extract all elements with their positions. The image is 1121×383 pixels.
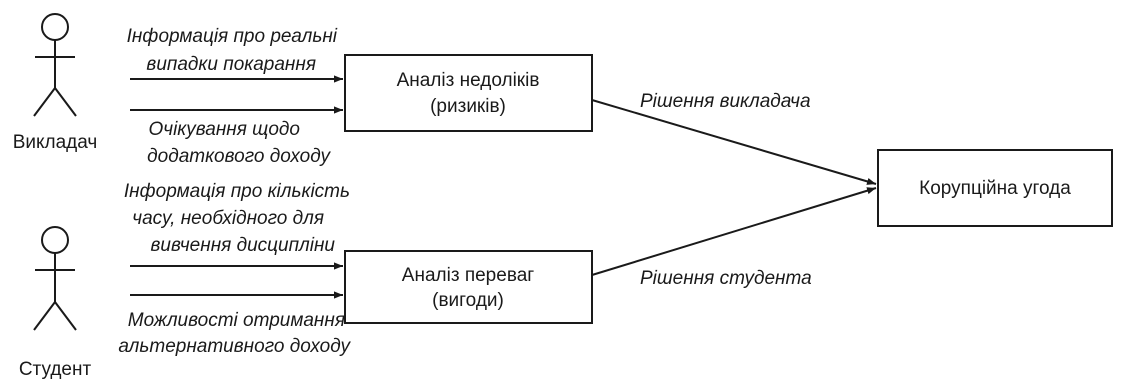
benefit-analysis-box: Аналіз переваг (вигоди) — [344, 250, 593, 324]
student-input2-text-line1: Можливості отримання — [128, 310, 345, 331]
teacher-label: Викладач — [13, 132, 98, 153]
teacher-input2-text-line2: додаткового доходу — [147, 146, 331, 167]
risk-analysis-subtitle: (ризиків) — [430, 96, 506, 117]
benefit-analysis-title: Аналіз переваг — [402, 265, 534, 286]
teacher-input2-text-line1: Очікування щодо — [148, 119, 300, 140]
student-input2-text-line2: альтернативного доходу — [118, 336, 351, 357]
student-input1-text-line3: вивчення дисципліни — [151, 235, 336, 256]
benefit-analysis-subtitle: (вигоди) — [432, 290, 504, 311]
student-decision-label: Рішення студента — [640, 268, 812, 289]
teacher-input1-text-line1: Інформація про реальні — [127, 26, 338, 47]
corruption-deal-label: Корупційна угода — [919, 178, 1071, 199]
student-input1-text-line2: часу, необхідного для — [132, 208, 324, 229]
risk-analysis-box: Аналіз недоліків (ризиків) — [344, 54, 593, 132]
student-actor-icon — [33, 226, 77, 331]
student-input1-text-line1: Інформація про кількість — [124, 181, 350, 202]
teacher-decision-arrow — [591, 99, 877, 185]
student-decision-arrow — [591, 187, 877, 276]
teacher-input1-text-line2: випадки покарання — [146, 54, 316, 75]
student-label: Студент — [19, 359, 92, 380]
teacher-actor-icon — [33, 13, 77, 117]
corruption-deal-box: Корупційна угода — [877, 149, 1113, 227]
risk-analysis-title: Аналіз недоліків — [397, 70, 540, 91]
teacher-decision-label: Рішення викладача — [640, 91, 811, 112]
